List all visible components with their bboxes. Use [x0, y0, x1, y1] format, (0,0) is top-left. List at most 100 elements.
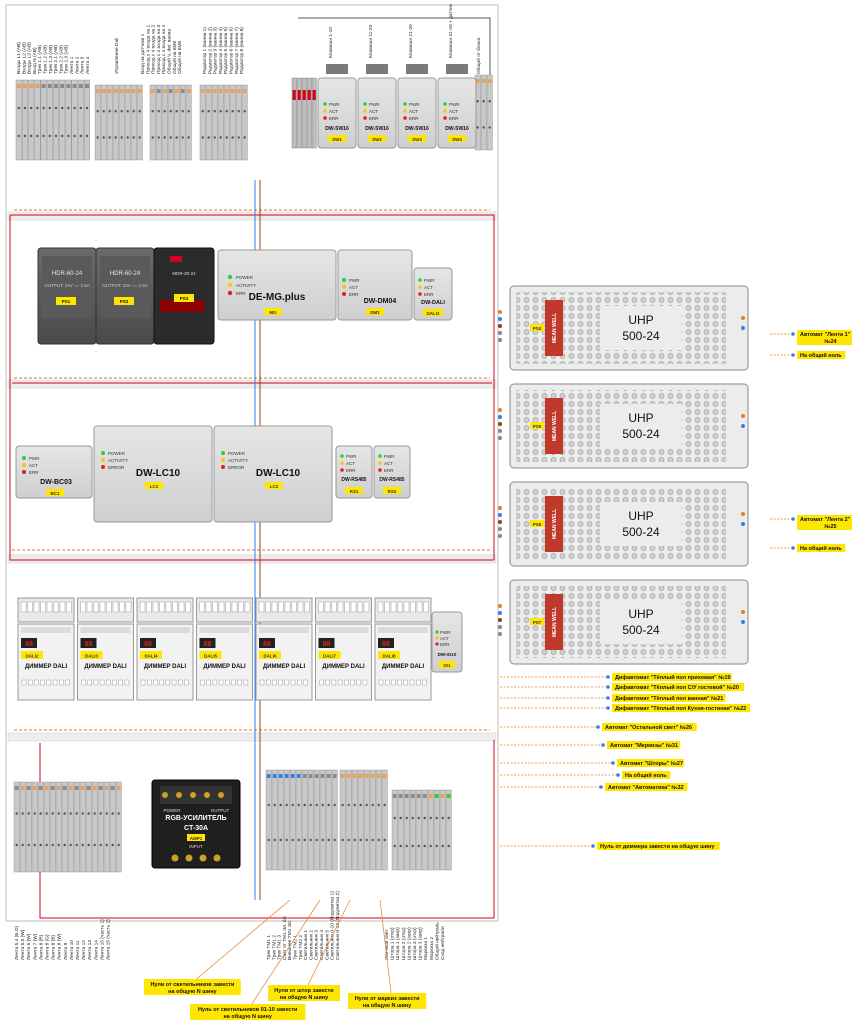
terminal-block [25, 781, 32, 873]
terminal-screw [105, 843, 108, 847]
terminal-screw [114, 136, 117, 139]
lc2-led-activity: ACTIVITY [228, 458, 248, 463]
terminal-marker [168, 89, 173, 93]
terminal-screw [321, 838, 324, 842]
terminal-screw [175, 136, 178, 139]
switch-module-name: DW-SW16 [405, 126, 429, 132]
terminal-marker [370, 774, 375, 778]
note-line-2: на общую N шину [223, 1013, 272, 1020]
terminal-block [307, 769, 314, 871]
terminal-marker [56, 786, 61, 790]
dimmer-header [259, 627, 309, 633]
ps2-title: HDR-60-24 [110, 271, 141, 277]
terminal-screw [93, 812, 96, 815]
row2-modules: HDR-60-24 OUTPUT: 24V == 2.5A PS1 HDR-60… [37, 247, 453, 345]
uhp-terminal [498, 618, 502, 622]
bottom-left-label-6: Лента 8 (B) [51, 935, 57, 960]
dimmer-bottom-terminal [99, 679, 105, 686]
note-highlight [612, 704, 751, 712]
amp-input-label: INPUT [189, 844, 203, 849]
bottom-right-label-6: Штора 3 (закр) [418, 927, 424, 960]
dimmer-terminals [315, 597, 372, 623]
dimmer-terminal [337, 601, 344, 613]
terminal-block [271, 769, 278, 871]
terminal-marker [278, 774, 283, 778]
terminal-marker [224, 89, 229, 93]
terminal-block [185, 84, 192, 161]
dimmer-bottom-terminal [28, 679, 33, 686]
terminal-block [241, 84, 248, 161]
note-line-1: Нуль от светильников 01-10 завести [198, 1007, 298, 1013]
note-highlight [602, 723, 697, 731]
dimmer-body [77, 623, 134, 701]
ps1-tag: PS1 [62, 299, 71, 304]
bottom-left-label-1: Лента 5.5 (W) [20, 929, 26, 960]
dimmer-bottom-terminal [385, 679, 390, 686]
terminal-block [91, 781, 98, 873]
terminal-screw [267, 838, 270, 842]
terminal-screw [51, 843, 54, 847]
dimmer-name: ДИММЕР DALI [144, 664, 187, 670]
terminal-block [85, 781, 92, 873]
terminal-screw [45, 812, 48, 815]
dimmer-bottom-terminal [140, 679, 146, 686]
terminal-block [211, 84, 218, 161]
right-note-8: Автомат "Остальной свет" №26 [500, 723, 697, 731]
note-connector [606, 675, 610, 679]
terminal-screw [243, 110, 246, 113]
bottom-left-label-12: Лента 13 [87, 940, 93, 960]
lc1-led-power: POWER [108, 451, 126, 456]
dimmer-name: ДИММЕР DALI [25, 664, 68, 670]
terminal-marker [101, 89, 106, 93]
uhp-rating: 500-24 [622, 525, 660, 539]
dali1-led-pwr: PWR [424, 278, 435, 283]
dimmer-terminal [278, 601, 284, 613]
terminal-marker [487, 79, 492, 83]
dimmer-terminals [77, 597, 134, 623]
dimmer-tag: DALI6 [263, 654, 276, 659]
switch-module-tag: SW3 [412, 137, 422, 142]
rs1-name: DW-RS485 [341, 477, 366, 483]
terminal-screw [85, 134, 89, 138]
switch-module-tag: SW2 [372, 137, 382, 142]
dimmer-name: ДИММЕР DALI [263, 664, 306, 670]
io-led-pwr: PWR [440, 630, 451, 635]
uhp-terminal [498, 611, 502, 615]
terminal-marker [481, 79, 486, 83]
uhp-terminal [498, 338, 502, 342]
middle-terminal-label-3: Приход c 4 входа на 3 [156, 25, 162, 74]
dm-led-err: ERR [349, 292, 359, 297]
amp-output-label: OUTPUT [211, 808, 230, 813]
power-supply-ps1: HDR-60-24 OUTPUT: 24V == 2.5A PS1 [37, 247, 97, 345]
uhp-tag: PS7 [533, 620, 542, 625]
terminal-block [205, 84, 212, 161]
uhp-tag-bg [530, 324, 544, 331]
terminal-block [77, 79, 84, 161]
io-led-act: ACT [440, 636, 449, 641]
terminal-marker [422, 794, 427, 798]
dimmer-bottom-terminal [65, 679, 70, 686]
terminal-screw [291, 803, 294, 807]
terminal-screw [429, 844, 432, 848]
terminal-block [415, 789, 422, 871]
terminal-screw [99, 843, 102, 847]
terminal-marker [404, 794, 409, 798]
terminal-screw [36, 134, 39, 138]
dimmer-bottom-terminal [171, 679, 177, 686]
switch-module-connector [366, 64, 388, 74]
terminal-screw [321, 803, 324, 807]
switch-module-label: Клавиши 21-30 [408, 24, 414, 58]
amp-power-label: POWER [163, 808, 181, 813]
note-highlight [348, 993, 427, 1009]
terminal-block [199, 84, 206, 161]
terminal-screw [120, 110, 123, 113]
dimmer-body [315, 623, 372, 701]
terminal-screw [126, 136, 129, 139]
terminal-block [357, 769, 364, 871]
note-highlight [622, 771, 671, 779]
dimmer-bottom-terminal [81, 679, 86, 686]
uhp-model: UHP [628, 509, 653, 523]
terminal-block [65, 79, 72, 161]
